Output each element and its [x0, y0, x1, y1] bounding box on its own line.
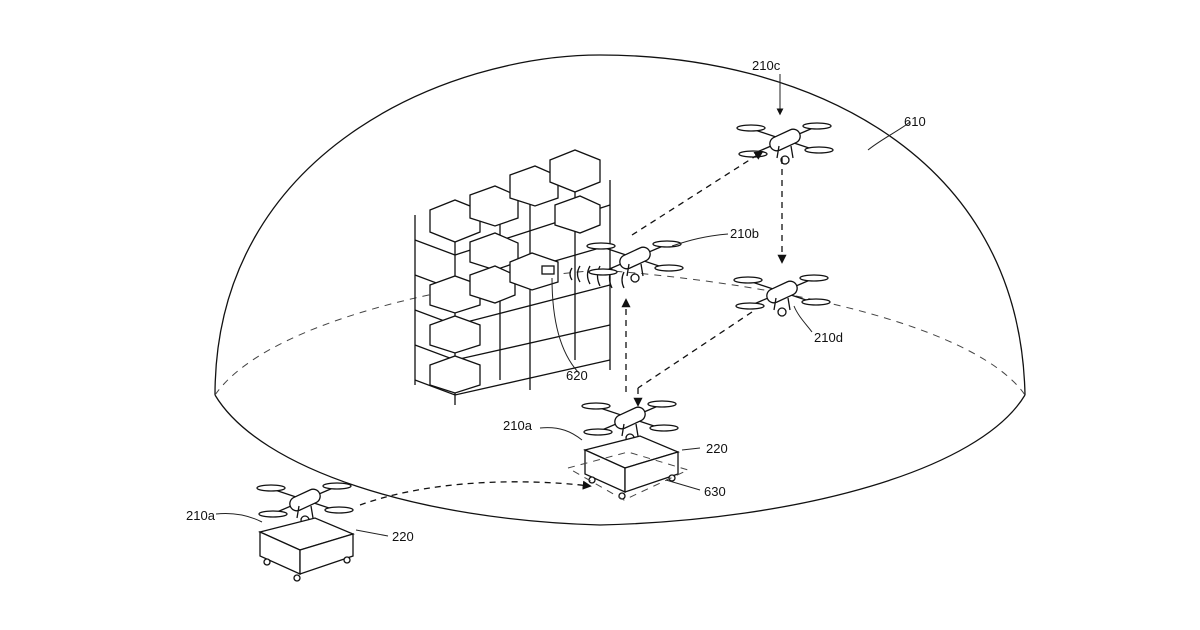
station-left	[260, 518, 353, 581]
drone-210a-center	[582, 401, 678, 442]
label-210a-left: 210a	[186, 508, 216, 523]
label-220-left: 220	[392, 529, 414, 544]
drone-210a-left	[257, 483, 353, 524]
drone-210b	[587, 241, 683, 282]
leader-lines	[216, 74, 910, 536]
label-210a-center: 210a	[503, 418, 533, 433]
shelf	[415, 150, 610, 405]
marker-tag	[542, 266, 554, 274]
label-210d: 210d	[814, 330, 843, 345]
label-210c: 210c	[752, 58, 781, 73]
label-630: 630	[704, 484, 726, 499]
label-620: 620	[566, 368, 588, 383]
label-220-center: 220	[706, 441, 728, 456]
label-210b: 210b	[730, 226, 759, 241]
drone-210c	[737, 123, 833, 164]
label-610: 610	[904, 114, 926, 129]
drone-210d	[734, 275, 830, 316]
station-center	[585, 436, 678, 499]
